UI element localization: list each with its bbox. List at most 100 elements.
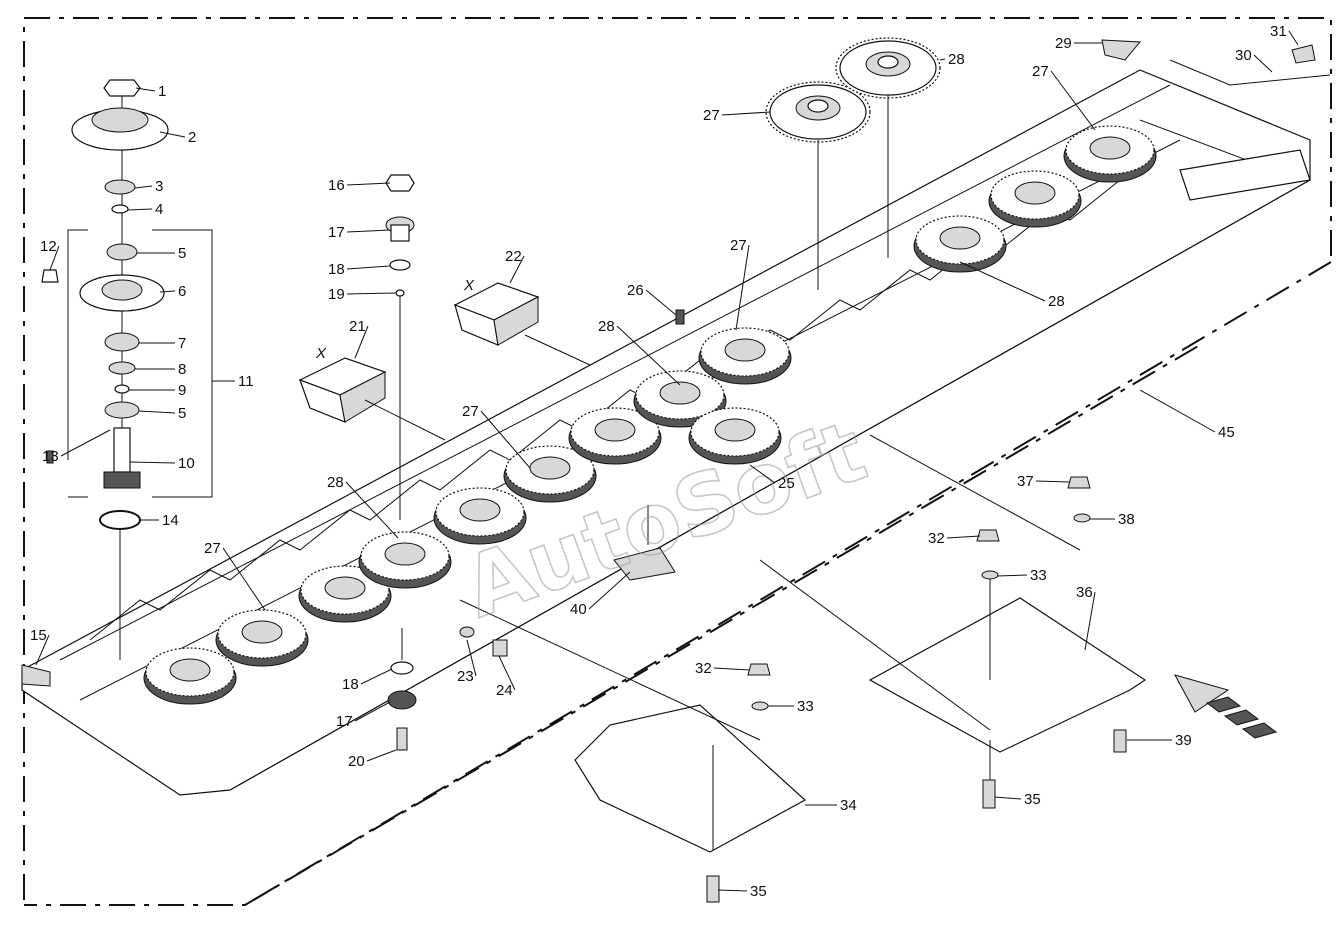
x-mark: X	[463, 277, 475, 294]
callout-32: 32	[695, 660, 712, 677]
callout-27: 27	[730, 237, 747, 254]
leader-line	[159, 131, 186, 138]
callout-28: 28	[598, 318, 615, 335]
nut-12	[41, 269, 59, 283]
guard-36	[759, 434, 1147, 780]
gear	[1063, 125, 1157, 183]
callout-20: 20	[348, 753, 365, 770]
leader-line	[588, 571, 631, 610]
gear	[913, 215, 1007, 273]
leader-line	[1050, 70, 1096, 131]
callout-23: 23	[457, 668, 474, 685]
callout-7: 7	[178, 335, 186, 352]
gear-top-right	[835, 37, 941, 99]
gear-top-left	[765, 81, 871, 143]
plate-40	[613, 505, 676, 581]
leader-line	[939, 58, 946, 61]
gear	[688, 407, 782, 465]
leader-line	[713, 667, 751, 671]
leader-line	[1253, 54, 1273, 73]
callout-25: 25	[778, 475, 795, 492]
callout-4: 4	[155, 201, 163, 218]
leader-line	[49, 245, 60, 271]
leader-line	[346, 229, 390, 233]
callout-24: 24	[496, 682, 513, 699]
leader-line	[498, 655, 516, 691]
callout-2: 2	[188, 129, 196, 146]
callout-26: 26	[627, 282, 644, 299]
callout-45: 45	[1218, 424, 1235, 441]
callout-28: 28	[327, 474, 344, 491]
callout-37: 37	[1017, 473, 1034, 490]
callout-3: 3	[155, 178, 163, 195]
gear	[988, 170, 1082, 228]
end-cap-right	[1101, 39, 1142, 61]
end-cap-left	[21, 664, 51, 687]
gear	[503, 445, 597, 503]
fasteners	[459, 44, 1316, 903]
callout-1: 1	[158, 83, 166, 100]
callout-18: 18	[342, 676, 359, 693]
callout-27: 27	[204, 540, 221, 557]
callout-40: 40	[570, 601, 587, 618]
callout-labels: 1234567895101112131415161718191718202122…	[30, 23, 1299, 900]
leader-line	[354, 325, 369, 359]
callout-29: 29	[1055, 35, 1072, 52]
direction-arrow-icon	[1173, 674, 1278, 739]
callout-38: 38	[1118, 511, 1135, 528]
leader-line	[735, 244, 750, 331]
gear	[298, 565, 392, 623]
leader-line	[616, 325, 681, 386]
callout-8: 8	[178, 361, 186, 378]
idler-stack	[385, 174, 417, 751]
guard-34	[459, 599, 807, 853]
gear	[633, 370, 727, 428]
leader-line	[35, 634, 50, 666]
pinion-10	[103, 471, 141, 489]
nut-16	[385, 174, 415, 192]
x-mark: X	[315, 345, 327, 362]
callout-35: 35	[750, 883, 767, 900]
leader-line	[135, 87, 156, 92]
callout-39: 39	[1175, 732, 1192, 749]
leader-line	[717, 889, 748, 892]
leader-line	[1084, 591, 1096, 651]
drive-shaft-stack	[41, 79, 169, 660]
leader-line	[946, 535, 981, 539]
callout-14: 14	[162, 512, 179, 529]
gear-train	[143, 125, 1157, 705]
callout-17: 17	[336, 713, 353, 730]
callout-15: 15	[30, 627, 47, 644]
callout-5: 5	[178, 245, 186, 262]
gear	[698, 327, 792, 385]
leader-line	[354, 701, 391, 722]
callout-10: 10	[178, 455, 195, 472]
leader-line	[645, 289, 677, 316]
callout-16: 16	[328, 177, 345, 194]
callout-19: 19	[328, 286, 345, 303]
gear	[358, 531, 452, 589]
leader-line	[1035, 480, 1071, 483]
callout-11: 11	[238, 373, 254, 390]
leader-line	[749, 464, 776, 484]
callout-30: 30	[1235, 47, 1252, 64]
callout-6: 6	[178, 283, 186, 300]
gear	[433, 487, 527, 545]
callout-34: 34	[840, 797, 857, 814]
callout-35: 35	[1024, 791, 1041, 808]
leader-line	[346, 292, 397, 295]
callout-36: 36	[1076, 584, 1093, 601]
callout-18: 18	[328, 261, 345, 278]
gear	[143, 647, 237, 705]
leader-line	[959, 261, 1046, 302]
callout-9: 9	[178, 382, 186, 399]
callout-28: 28	[1048, 293, 1065, 310]
callout-31: 31	[1270, 23, 1287, 40]
leader-line	[480, 410, 531, 469]
leader-line	[222, 547, 266, 611]
leader-line	[134, 185, 153, 189]
gear	[568, 407, 662, 465]
skid-22	[453, 282, 591, 366]
leader-line	[1139, 389, 1216, 433]
